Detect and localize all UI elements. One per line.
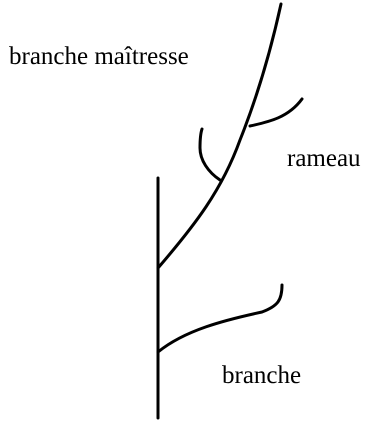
label-branche: branche: [222, 362, 302, 389]
twig-right-line: [248, 97, 304, 128]
label-branche-maitresse: branche maîtresse: [9, 43, 189, 70]
side-branch-line: [156, 283, 284, 354]
main-branch-line: [156, 2, 283, 270]
label-rameau: rameau: [287, 145, 361, 172]
twig-left-line: [198, 127, 222, 182]
